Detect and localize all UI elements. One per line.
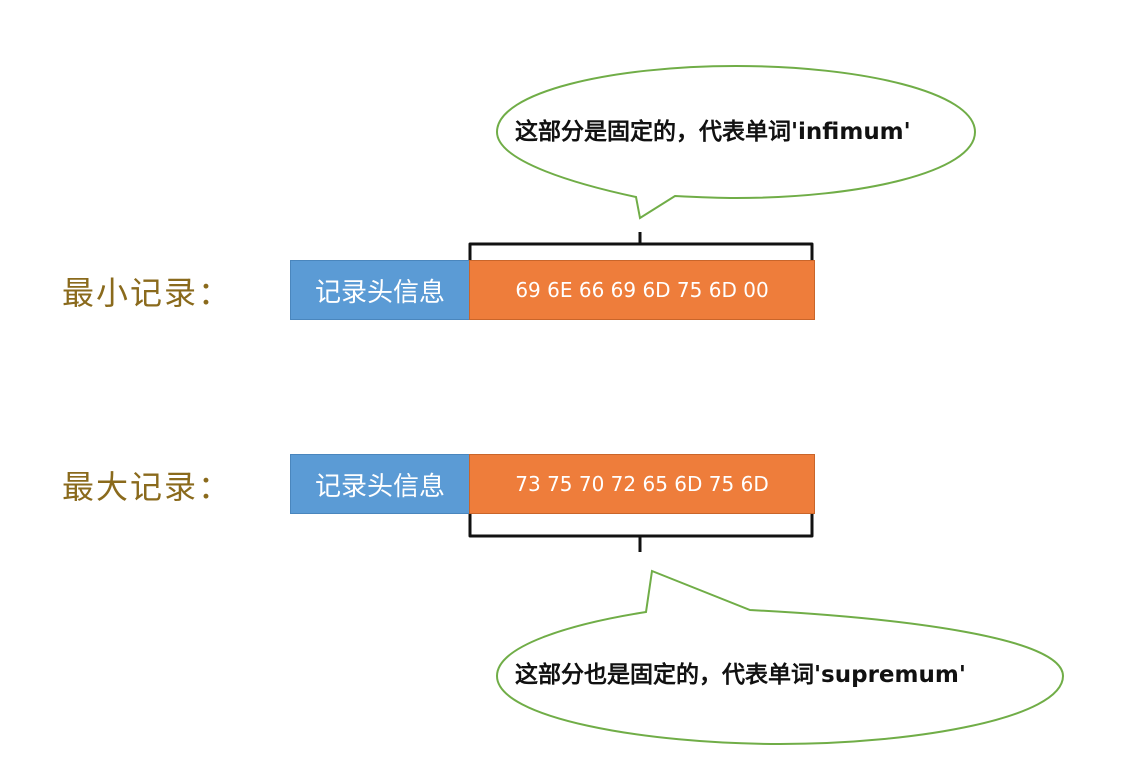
infimum-callout-text: 这部分是固定的，代表单词'infimum' xyxy=(515,119,911,145)
min-record-bytes-box: 69 6E 66 69 6D 75 6D 00 xyxy=(469,260,815,320)
max-record-header-box: 记录头信息 xyxy=(290,454,470,514)
supremum-callout-text: 这部分也是固定的，代表单词'supremum' xyxy=(515,662,966,688)
infimum-callout-bubble xyxy=(495,64,977,220)
min-record-header-text: 记录头信息 xyxy=(314,277,445,308)
max-record-label: 最大记录： xyxy=(62,468,233,506)
min-record-label: 最小记录： xyxy=(62,274,233,312)
supremum-brace xyxy=(468,514,814,552)
min-record-header-box: 记录头信息 xyxy=(290,260,470,320)
supremum-callout-bubble xyxy=(495,569,1065,746)
max-record-bytes-box: 73 75 70 72 65 6D 75 6D xyxy=(469,454,815,514)
min-record-bytes-text: 69 6E 66 69 6D 75 6D 00 xyxy=(515,278,769,302)
max-record-header-text: 记录头信息 xyxy=(314,471,445,502)
infimum-brace xyxy=(468,232,814,260)
max-record-bytes-text: 73 75 70 72 65 6D 75 6D xyxy=(515,472,769,496)
